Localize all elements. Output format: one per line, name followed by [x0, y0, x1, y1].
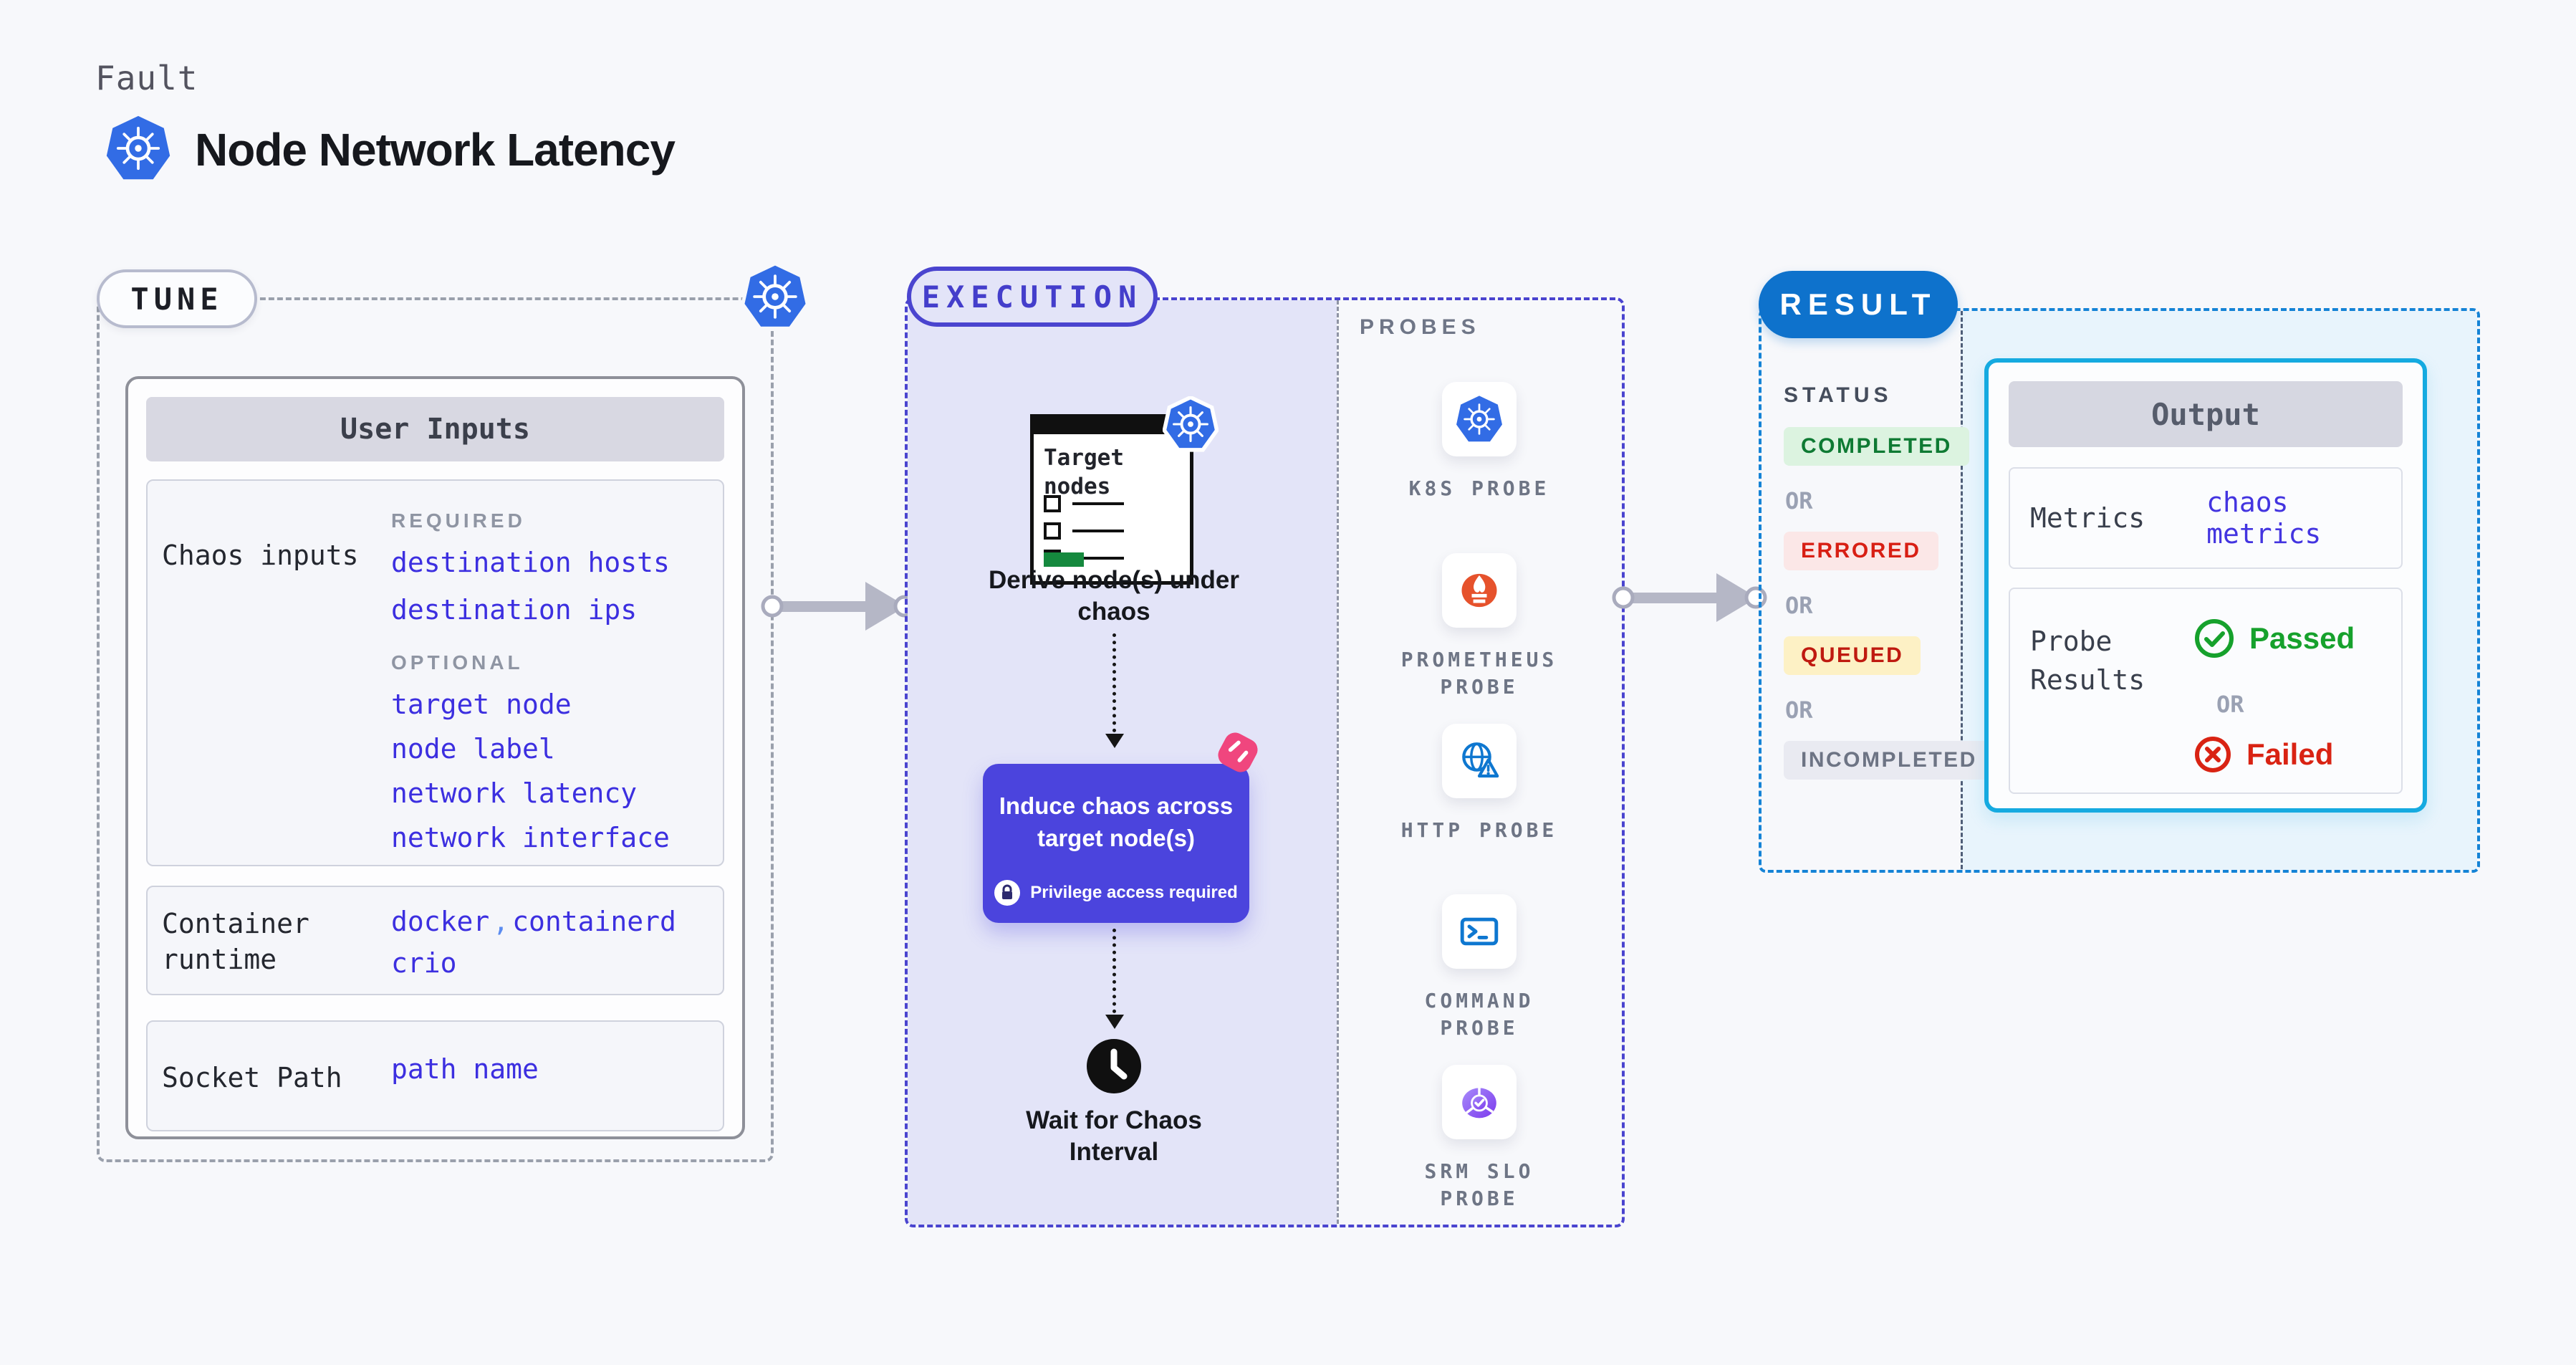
socket-path-label: Socket Path	[162, 1062, 342, 1093]
privilege-label: Privilege access required	[1030, 883, 1238, 902]
tune-section-border	[97, 297, 774, 1162]
probe-label: HTTP PROBE	[1400, 818, 1558, 842]
probes-heading: PROBES	[1360, 315, 1481, 339]
chaos-input-value: network latency	[391, 777, 638, 809]
metrics-row: Metrics chaos metrics	[2009, 467, 2403, 569]
privilege-row: Privilege access required	[983, 880, 1249, 906]
runtime-value: docker	[391, 906, 490, 937]
arrowhead-down-icon	[1105, 734, 1124, 748]
chaos-input-value: destination hosts	[391, 547, 670, 578]
probe-tile-command	[1442, 894, 1517, 969]
or-label: OR	[2216, 691, 2244, 718]
probe-tile-srm-slo	[1442, 1065, 1517, 1139]
slo-pie-check-icon	[1462, 1087, 1496, 1119]
checkbox-icon	[1044, 495, 1061, 512]
status-badge-completed: COMPLETED	[1784, 427, 1969, 466]
runtime-separator: ,	[492, 906, 509, 937]
lock-icon	[994, 880, 1021, 906]
execution-section-border	[905, 297, 1625, 1227]
or-label: OR	[1785, 487, 1813, 514]
selection-bar	[1044, 552, 1084, 567]
or-label: OR	[1785, 592, 1813, 619]
kubernetes-icon	[106, 115, 170, 180]
chaos-inputs-row: Chaos inputs REQUIRED destination hosts …	[146, 479, 724, 866]
result-badge: RESULT	[1759, 271, 1958, 338]
output-title: Output	[2009, 381, 2403, 447]
dotted-connector	[1112, 929, 1116, 1013]
target-nodes-title: Target nodes	[1044, 445, 1124, 499]
flow-arrow-tune-to-execution	[761, 582, 916, 631]
derive-nodes-label: Derive node(s) under chaos	[988, 566, 1240, 626]
failed-row: Failed	[2193, 735, 2333, 774]
tune-badge: TUNE	[97, 269, 257, 328]
container-runtime-row: Container runtime docker , containerd cr…	[146, 886, 724, 995]
probe-tile-prometheus	[1442, 553, 1517, 628]
page-title: Node Network Latency	[195, 124, 676, 176]
probes-divider-line	[1337, 300, 1339, 1225]
induce-chaos-label: Induce chaos across target node(s)	[999, 792, 1234, 851]
runtime-value: crio	[391, 947, 457, 979]
result-divider-line	[1961, 311, 1963, 870]
node-line	[1072, 530, 1124, 532]
metrics-value: chaos metrics	[2206, 487, 2322, 550]
induce-chaos-box: Induce chaos across target node(s) Privi…	[983, 764, 1249, 923]
globe-warning-icon	[1462, 742, 1499, 778]
probe-label: SRM SLO PROBE	[1424, 1159, 1534, 1210]
wait-chaos-interval-label: Wait for Chaos Interval	[1026, 1106, 1202, 1166]
chaos-input-value: target node	[391, 689, 572, 720]
flow-arrow-execution-to-result	[1612, 573, 1767, 622]
probe-results-label: Probe Results	[2030, 626, 2145, 696]
node-line	[1072, 557, 1124, 560]
node-line	[1072, 502, 1124, 505]
probe-tile-http	[1442, 724, 1517, 798]
litmus-chaos-icon	[1218, 732, 1258, 772]
terminal-icon	[1460, 917, 1499, 946]
metrics-label: Metrics	[2030, 502, 2145, 534]
passed-label: Passed	[2249, 621, 2355, 655]
chaos-input-value: destination ips	[391, 594, 638, 626]
container-runtime-label: Container runtime	[162, 908, 309, 975]
chaos-input-value: network interface	[391, 822, 670, 853]
kubernetes-icon	[1163, 396, 1219, 452]
output-panel: Output Metrics chaos metrics Probe Resul…	[1984, 358, 2427, 813]
passed-row: Passed	[2193, 618, 2355, 659]
socket-path-value: path name	[391, 1053, 539, 1085]
kubernetes-icon	[1456, 396, 1502, 442]
chaos-inputs-label: Chaos inputs	[162, 540, 359, 571]
user-inputs-title: User Inputs	[146, 397, 724, 461]
target-nodes-window: Target nodes	[1030, 396, 1219, 585]
status-badge-incompleted: INCOMPLETED	[1784, 741, 1994, 780]
chaos-input-value: node label	[391, 733, 555, 765]
check-circle-icon	[2195, 619, 2234, 658]
fault-eyebrow-label: Fault	[95, 59, 198, 97]
failed-label: Failed	[2246, 737, 2334, 771]
prometheus-icon	[1461, 573, 1497, 608]
status-heading: STATUS	[1784, 383, 1893, 407]
probe-label: K8S PROBE	[1408, 476, 1550, 500]
dotted-connector	[1112, 633, 1116, 732]
clock-icon	[1087, 1039, 1141, 1093]
probe-label: COMMAND PROBE	[1424, 989, 1534, 1040]
or-label: OR	[1785, 696, 1813, 724]
status-badge-queued: QUEUED	[1784, 636, 1921, 675]
kubernetes-icon	[741, 262, 809, 330]
x-circle-icon	[2195, 737, 2231, 772]
node-checkbox-row	[1044, 522, 1124, 540]
optional-heading: OPTIONAL	[391, 651, 524, 674]
user-inputs-card: User Inputs Chaos inputs REQUIRED destin…	[125, 376, 745, 1139]
probe-results-row: Probe Results Passed OR Failed	[2009, 588, 2403, 794]
runtime-value: containerd	[512, 906, 676, 937]
required-heading: REQUIRED	[391, 509, 526, 532]
node-checkbox-row	[1044, 495, 1124, 512]
probe-label: PROMETHEUS PROBE	[1400, 648, 1558, 699]
arrowhead-down-icon	[1105, 1015, 1124, 1029]
socket-path-row: Socket Path path name	[146, 1020, 724, 1131]
checkbox-icon	[1044, 522, 1061, 540]
execution-badge: EXECUTION	[907, 267, 1158, 327]
probe-tile-k8s	[1442, 382, 1517, 456]
status-badge-errored: ERRORED	[1784, 532, 1938, 570]
